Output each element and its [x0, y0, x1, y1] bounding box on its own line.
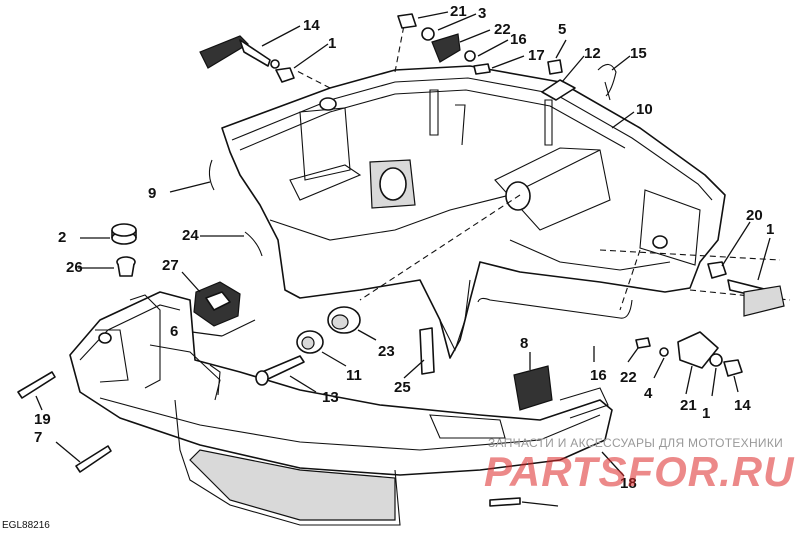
pad-25	[513, 365, 553, 411]
callout-14-right: 1	[766, 221, 774, 238]
callout-7: 18	[620, 475, 637, 492]
callout-20: 19	[34, 411, 51, 428]
screw-18	[489, 497, 521, 507]
stud-11	[255, 355, 305, 386]
clip-13	[419, 327, 435, 375]
rubber-seal-8	[477, 297, 633, 319]
watermark-tagline: ЗАПЧАСТИ И АКСЕССУАРЫ ДЛЯ МОТОТЕХНИКИ	[488, 436, 784, 450]
handle-14-right	[727, 279, 785, 317]
callout-5: 12	[584, 45, 601, 62]
callout-16-right: 22	[620, 369, 637, 386]
callout-27: 6	[170, 323, 178, 340]
callout-1-top: 21	[450, 3, 467, 20]
nut-1-right	[707, 261, 727, 279]
screw-20	[17, 371, 56, 399]
callout-24: 2	[58, 229, 66, 246]
callout-11: 13	[322, 389, 339, 406]
bushing-2	[116, 256, 136, 277]
callout-21-right: 1	[702, 405, 710, 422]
callout-15: 10	[636, 101, 653, 118]
seal-strip-9	[244, 231, 263, 257]
grommet-24	[111, 223, 137, 245]
grommet-6	[327, 306, 361, 334]
callout-4: 21	[680, 397, 697, 414]
handle-14-top	[199, 35, 280, 69]
callout-1-bottom-right: 14	[734, 397, 751, 414]
plate-5	[541, 79, 576, 101]
callout-22-top: 16	[510, 31, 527, 48]
callout-26: 27	[162, 257, 179, 274]
seal-strip-10	[208, 159, 215, 191]
watermark-logo: PARTSFOR.RU	[484, 448, 795, 495]
bracket-3	[431, 33, 461, 63]
lower-engine-cover	[69, 291, 613, 526]
screw-16-top	[473, 63, 491, 75]
callout-8: 16	[590, 367, 607, 384]
washer-22-right	[659, 347, 669, 357]
callout-23: 11	[346, 367, 362, 384]
upper-engine-cover	[221, 65, 726, 359]
washer-21-top	[421, 27, 435, 41]
callout-25: 8	[520, 335, 528, 352]
callout-13: 25	[394, 379, 411, 396]
callout-2: 26	[66, 259, 83, 276]
washer-21-right	[709, 353, 723, 367]
pin-27	[221, 319, 256, 337]
callout-16-top: 17	[528, 47, 545, 64]
nut-1-bottom-right	[723, 359, 743, 377]
callout-22-right: 4	[644, 385, 653, 402]
callout-1-top-left: 1	[328, 35, 336, 52]
nut-1-top	[397, 13, 417, 29]
screw-16-right	[635, 337, 651, 349]
mount-26	[193, 281, 241, 327]
callout-17: 5	[558, 21, 566, 38]
callout-12: 15	[630, 45, 647, 62]
grommet-23	[296, 330, 324, 354]
callout-1-right: 20	[746, 207, 763, 224]
figure-code: EGL88216	[2, 520, 50, 531]
callout-3: 22	[494, 21, 511, 38]
callout-19: 7	[34, 429, 42, 446]
washer-22-top	[464, 50, 476, 62]
callout-21-top: 3	[478, 5, 486, 22]
screw-19	[75, 445, 112, 473]
callout-6: 23	[378, 343, 395, 360]
screw-17	[547, 59, 563, 75]
leader-lines	[35, 11, 771, 507]
assembly-guide-lines	[294, 19, 791, 311]
callout-10: 9	[148, 185, 156, 202]
callout-9: 24	[182, 227, 199, 244]
nut-1-top-left	[275, 67, 295, 83]
callout-numbers: 14 1 21 3 22 16 17 5 12 15 10 9 24 2 26 …	[34, 3, 774, 492]
callout-14-top: 14	[303, 17, 320, 34]
clip-12	[597, 63, 617, 101]
